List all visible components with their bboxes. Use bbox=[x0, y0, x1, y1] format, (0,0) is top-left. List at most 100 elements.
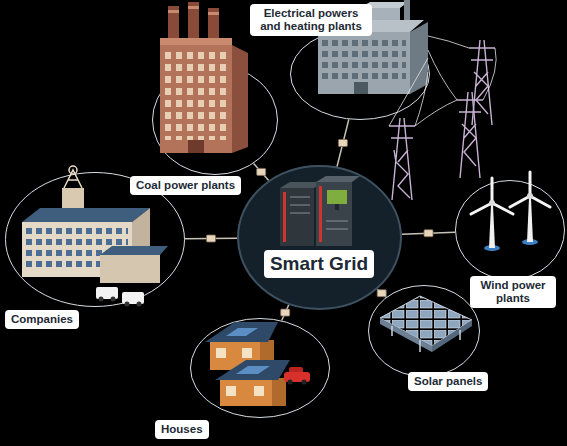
heating-plant bbox=[322, 40, 406, 84]
node-label: Solar panels bbox=[408, 372, 488, 391]
houses bbox=[220, 378, 272, 406]
power-wire bbox=[483, 48, 496, 100]
wind-turbine bbox=[527, 193, 533, 199]
company-buildings bbox=[22, 166, 168, 307]
heating-plant bbox=[360, 2, 408, 8]
wind-turbine bbox=[510, 172, 550, 207]
heating-plant bbox=[410, 22, 428, 94]
company-buildings bbox=[99, 297, 104, 302]
power-pylon bbox=[469, 40, 495, 125]
junction-box bbox=[207, 235, 216, 242]
server-rack bbox=[280, 176, 360, 246]
houses bbox=[254, 386, 264, 396]
houses bbox=[215, 360, 290, 380]
heating-plant bbox=[318, 0, 428, 94]
zone-ellipse bbox=[237, 165, 402, 310]
zone-outline bbox=[238, 166, 401, 309]
coal-plant bbox=[168, 6, 179, 42]
server-rack bbox=[319, 186, 322, 242]
grid-connection bbox=[377, 289, 386, 297]
coal-plant bbox=[188, 6, 199, 9]
junction-box bbox=[377, 290, 386, 297]
company-buildings bbox=[22, 208, 150, 222]
node-label: Companies bbox=[5, 310, 79, 329]
power-wire bbox=[415, 100, 457, 126]
heating-plant bbox=[404, 0, 410, 20]
houses bbox=[205, 322, 278, 342]
power-wire bbox=[389, 36, 496, 126]
houses bbox=[302, 380, 307, 385]
coal-plant bbox=[208, 8, 219, 42]
solar-panels bbox=[380, 296, 472, 352]
junction-box bbox=[338, 140, 347, 147]
zone-ellipse bbox=[290, 28, 430, 120]
company-buildings bbox=[132, 208, 150, 277]
grid-connection bbox=[337, 119, 349, 166]
zone-outline bbox=[153, 66, 278, 175]
company-buildings bbox=[111, 297, 116, 302]
junction-box bbox=[281, 309, 290, 316]
company-buildings bbox=[22, 222, 132, 277]
heating-plant bbox=[354, 82, 368, 94]
facility-zone: Solar panels bbox=[368, 285, 480, 377]
server-rack bbox=[327, 190, 347, 204]
houses bbox=[210, 340, 260, 370]
node-label: Wind power plants bbox=[470, 276, 556, 308]
coal-plant bbox=[160, 45, 232, 153]
houses bbox=[205, 322, 310, 406]
server-rack bbox=[326, 228, 348, 230]
houses bbox=[284, 372, 310, 382]
coal-plant bbox=[232, 45, 248, 153]
heating-plant bbox=[360, 8, 400, 34]
node-label: Smart Grid bbox=[264, 250, 374, 278]
server-rack bbox=[335, 204, 339, 210]
power-wire bbox=[415, 72, 428, 126]
houses bbox=[216, 348, 226, 358]
heating-plant bbox=[318, 20, 424, 32]
power-wire bbox=[389, 58, 428, 126]
grid-connection bbox=[254, 163, 269, 180]
zone-ellipse bbox=[368, 285, 480, 377]
server-rack bbox=[290, 212, 310, 214]
junction-box bbox=[424, 230, 433, 237]
server-rack bbox=[316, 182, 352, 246]
server-rack bbox=[280, 188, 314, 246]
houses bbox=[288, 380, 293, 385]
company-buildings bbox=[122, 292, 144, 304]
company-buildings bbox=[26, 228, 128, 268]
zone-ellipse bbox=[152, 65, 278, 175]
solar-panels bbox=[432, 320, 472, 352]
coal-plant bbox=[188, 2, 199, 42]
grid-connection bbox=[282, 305, 289, 321]
company-buildings bbox=[100, 255, 160, 283]
facility-zone: Electrical powers and heating plants bbox=[290, 28, 430, 120]
houses bbox=[289, 367, 303, 374]
houses bbox=[260, 340, 274, 370]
zone-outline bbox=[456, 181, 565, 280]
houses bbox=[236, 366, 270, 374]
facility-zone: Wind power plants bbox=[455, 180, 565, 280]
node-label: Houses bbox=[155, 420, 209, 439]
node-label: Coal power plants bbox=[130, 176, 241, 195]
coal-plant bbox=[168, 10, 179, 13]
wind-turbine bbox=[527, 198, 533, 242]
coal-plant bbox=[165, 52, 226, 140]
company-buildings bbox=[137, 302, 142, 307]
houses bbox=[226, 328, 258, 336]
wind-turbine bbox=[522, 239, 538, 245]
company-buildings bbox=[96, 287, 118, 299]
zone-ellipse bbox=[190, 318, 330, 418]
company-buildings bbox=[62, 188, 84, 224]
zone-ellipse bbox=[455, 180, 565, 280]
power-pylon bbox=[389, 40, 495, 200]
solar-panels bbox=[380, 318, 432, 352]
coal-plant bbox=[160, 2, 248, 153]
coal-plant bbox=[160, 38, 232, 46]
power-wire bbox=[428, 36, 469, 48]
server-rack bbox=[280, 182, 324, 188]
coal-plant bbox=[208, 12, 219, 15]
company-buildings bbox=[69, 166, 77, 174]
junction-box bbox=[257, 168, 266, 175]
power-pylon bbox=[389, 118, 415, 200]
server-rack bbox=[290, 204, 310, 206]
